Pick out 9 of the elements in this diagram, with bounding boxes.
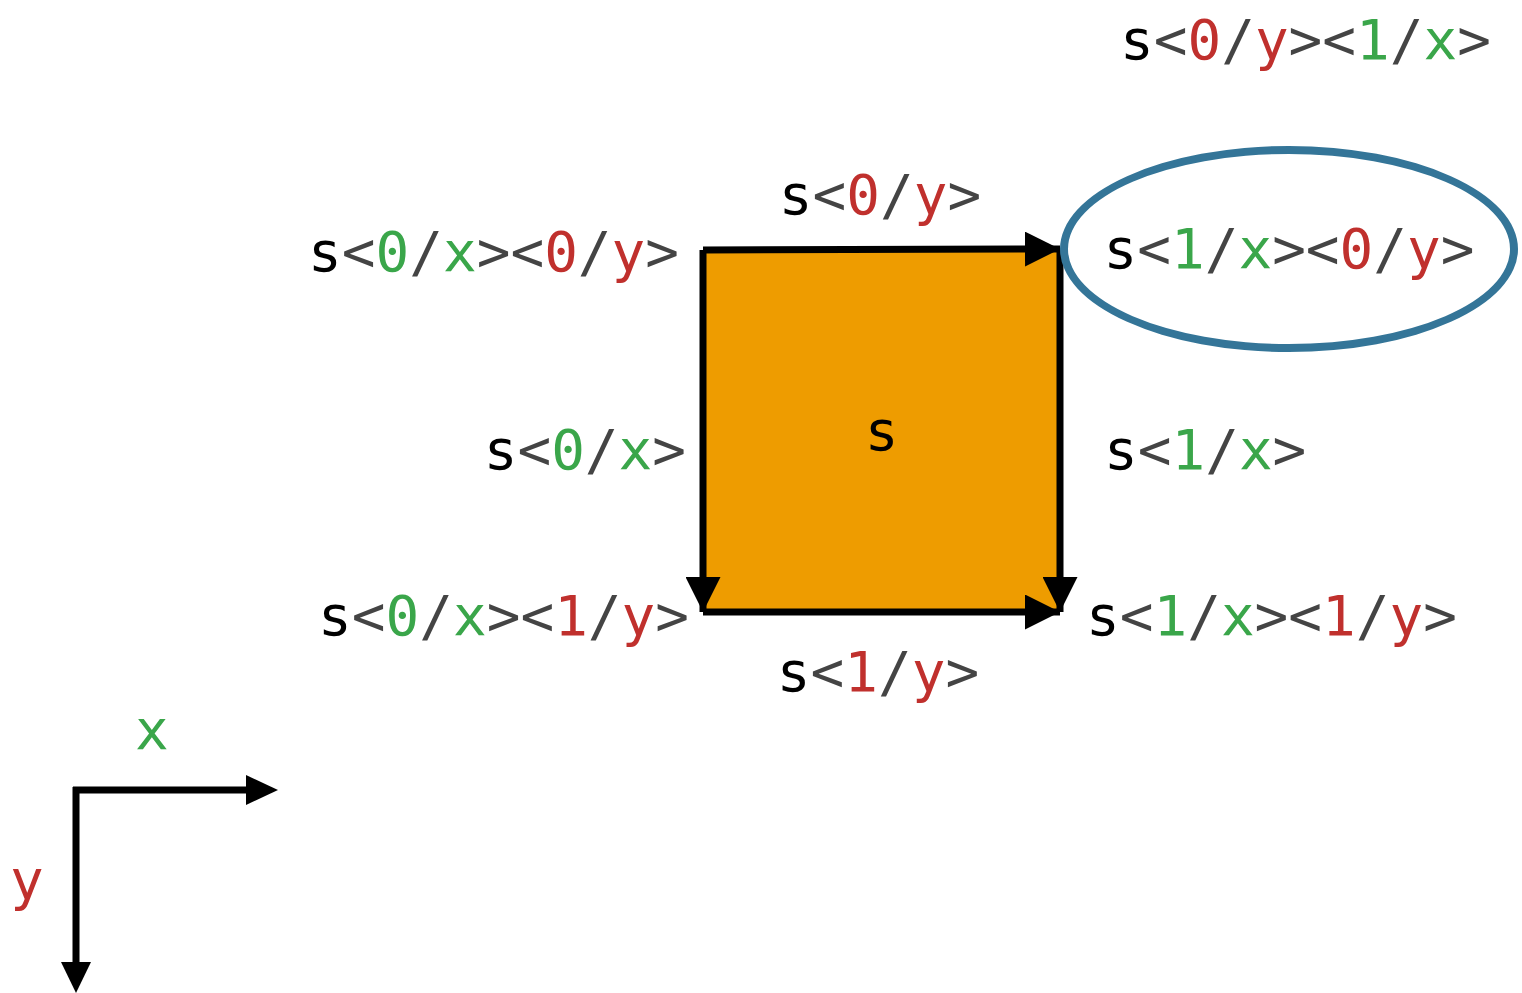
axis-label: x — [135, 702, 169, 758]
highlight-ellipse — [1060, 146, 1518, 352]
edge-label: s<0/x> — [483, 422, 686, 478]
arrow — [685, 250, 721, 612]
edge-label: s<1/x> — [1104, 422, 1307, 478]
region-label: s — [864, 403, 899, 459]
arrow — [1042, 249, 1078, 612]
arrow — [703, 594, 1060, 630]
arrow — [703, 231, 1060, 267]
